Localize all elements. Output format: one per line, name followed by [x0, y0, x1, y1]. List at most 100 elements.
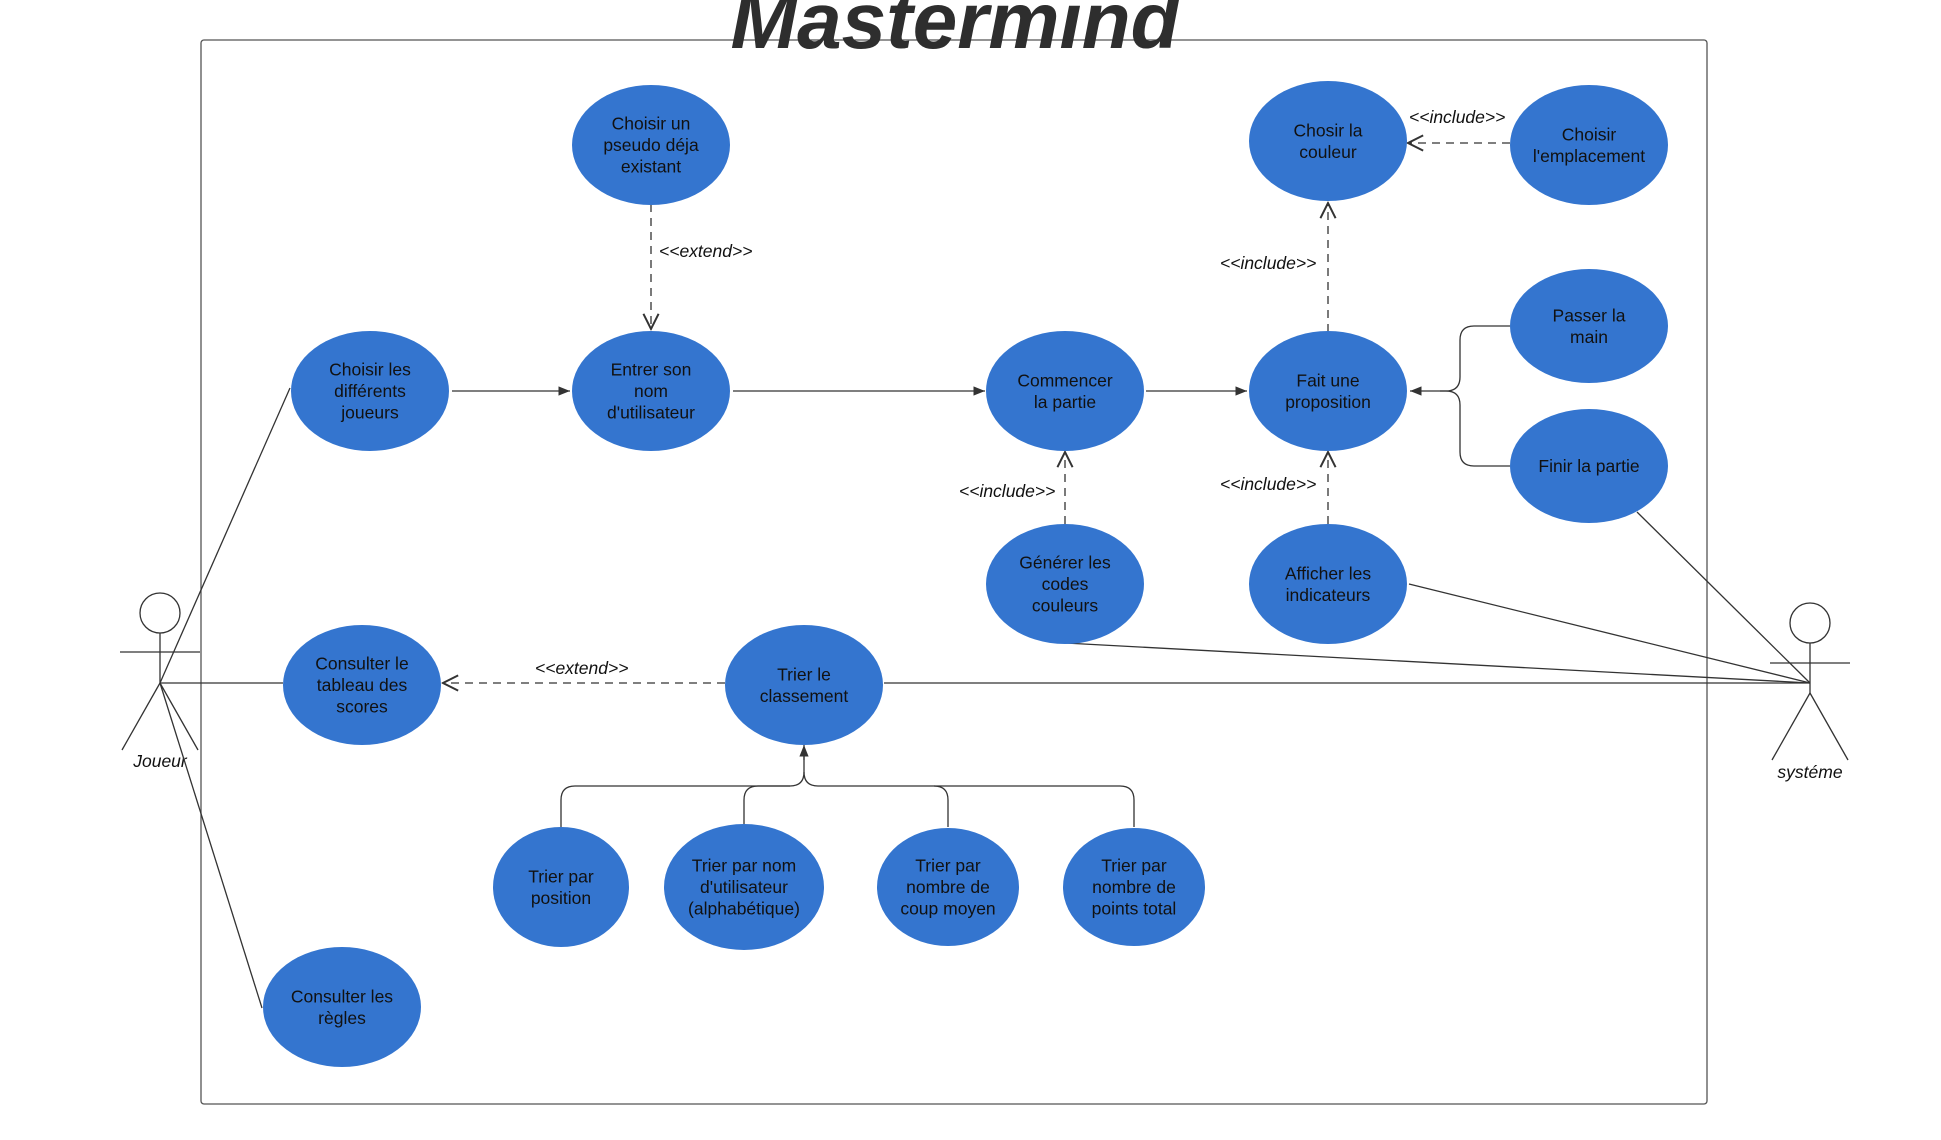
- use-case-label-line: scores: [336, 697, 388, 717]
- use-case-label-line: Chosir la: [1293, 120, 1362, 140]
- use-case-ellipse: [877, 828, 1019, 946]
- use-case-label-line: main: [1570, 327, 1608, 347]
- use-case-ellipse: [1063, 828, 1205, 946]
- use-case-ellipse: [1510, 269, 1668, 383]
- actor-joueur-label: Joueur: [132, 751, 188, 771]
- use-case-label-line: Consulter le: [315, 654, 408, 674]
- use-case-label-line: nombre de: [1092, 877, 1176, 897]
- use-case-label-line: Finir la partie: [1538, 456, 1639, 476]
- use-case-ellipse: [1249, 331, 1407, 451]
- use-case-label-line: coup moyen: [900, 899, 995, 919]
- use-case-label-line: Commencer: [1017, 370, 1112, 390]
- use-case-label-line: codes: [1042, 574, 1089, 594]
- use-case-finir-partie: Finir la partie: [1510, 409, 1668, 523]
- use-case-ellipse: [1249, 81, 1407, 201]
- use-case-ellipse: [1510, 409, 1668, 523]
- use-case-label-line: points total: [1092, 899, 1177, 919]
- actor-systeme: [1770, 602, 1850, 761]
- actor-systeme-label: systéme: [1777, 762, 1842, 782]
- use-case-ellipse: [664, 824, 824, 950]
- diagram-title: Mastermind: [731, 0, 1182, 65]
- use-case-label-line: d'utilisateur: [607, 403, 695, 423]
- use-case-ellipse: [986, 331, 1144, 451]
- flow-arrows: [452, 325, 1510, 827]
- use-case-label-line: règles: [318, 1008, 366, 1028]
- use-case-label: Finir la partie: [1538, 456, 1639, 476]
- include-label-generer: <<include>>: [959, 481, 1055, 501]
- use-case-label-line: position: [531, 888, 591, 908]
- include-label-afficher: <<include>>: [1220, 474, 1316, 494]
- use-case-ellipse: [572, 85, 730, 205]
- use-case-label-line: Choisir les: [329, 360, 411, 380]
- use-case-label-line: Trier par: [915, 856, 981, 876]
- use-case-label-line: Trier le: [777, 664, 831, 684]
- use-case-ellipse: [1249, 524, 1407, 644]
- use-case-label-line: différents: [334, 381, 406, 401]
- use-case-label-line: Trier par nom: [692, 856, 796, 876]
- use-case-label-line: Trier par: [1101, 856, 1167, 876]
- use-case-label-line: classement: [760, 686, 849, 706]
- use-case-ellipse: [263, 947, 421, 1067]
- system-boundary: [200, 39, 1708, 1105]
- use-case-ellipse: [725, 625, 883, 745]
- use-case-label-line: Choisir: [1562, 124, 1617, 144]
- use-case-ellipse: [572, 331, 730, 451]
- use-case-label-line: Afficher les: [1285, 563, 1371, 583]
- use-case-label-line: couleurs: [1032, 596, 1098, 616]
- use-case-label-line: tableau des: [317, 675, 408, 695]
- use-case-label-line: pseudo déja: [603, 135, 699, 155]
- use-case-ellipse: [1510, 85, 1668, 205]
- use-case-label-line: couleur: [1299, 142, 1357, 162]
- use-case-label-line: indicateurs: [1286, 585, 1371, 605]
- use-case-label-line: la partie: [1034, 392, 1096, 412]
- include-label-couleur: <<include>>: [1220, 253, 1316, 273]
- use-case-label-line: Entrer son: [611, 360, 692, 380]
- use-case-label-line: nom: [634, 381, 668, 401]
- use-case-ellipse: [493, 827, 629, 947]
- use-case-ellipse: [283, 625, 441, 745]
- use-case-label-line: Générer les: [1019, 553, 1111, 573]
- include-label-emplacement: <<include>>: [1409, 107, 1505, 127]
- use-case-label-line: Passer la: [1553, 305, 1626, 325]
- extend-label-tableau: <<extend>>: [535, 658, 628, 678]
- use-case-label-line: l'emplacement: [1533, 146, 1645, 166]
- use-case-label-line: Choisir un: [612, 114, 691, 134]
- actor-joueur: [120, 592, 200, 751]
- associations: [159, 387, 1811, 1009]
- use-case-label-line: Consulter les: [291, 986, 393, 1006]
- dependencies: [443, 143, 1510, 683]
- extend-label-pseudo: <<extend>>: [659, 241, 752, 261]
- use-case-ellipse: [291, 331, 449, 451]
- use-case-label-line: joueurs: [340, 403, 399, 423]
